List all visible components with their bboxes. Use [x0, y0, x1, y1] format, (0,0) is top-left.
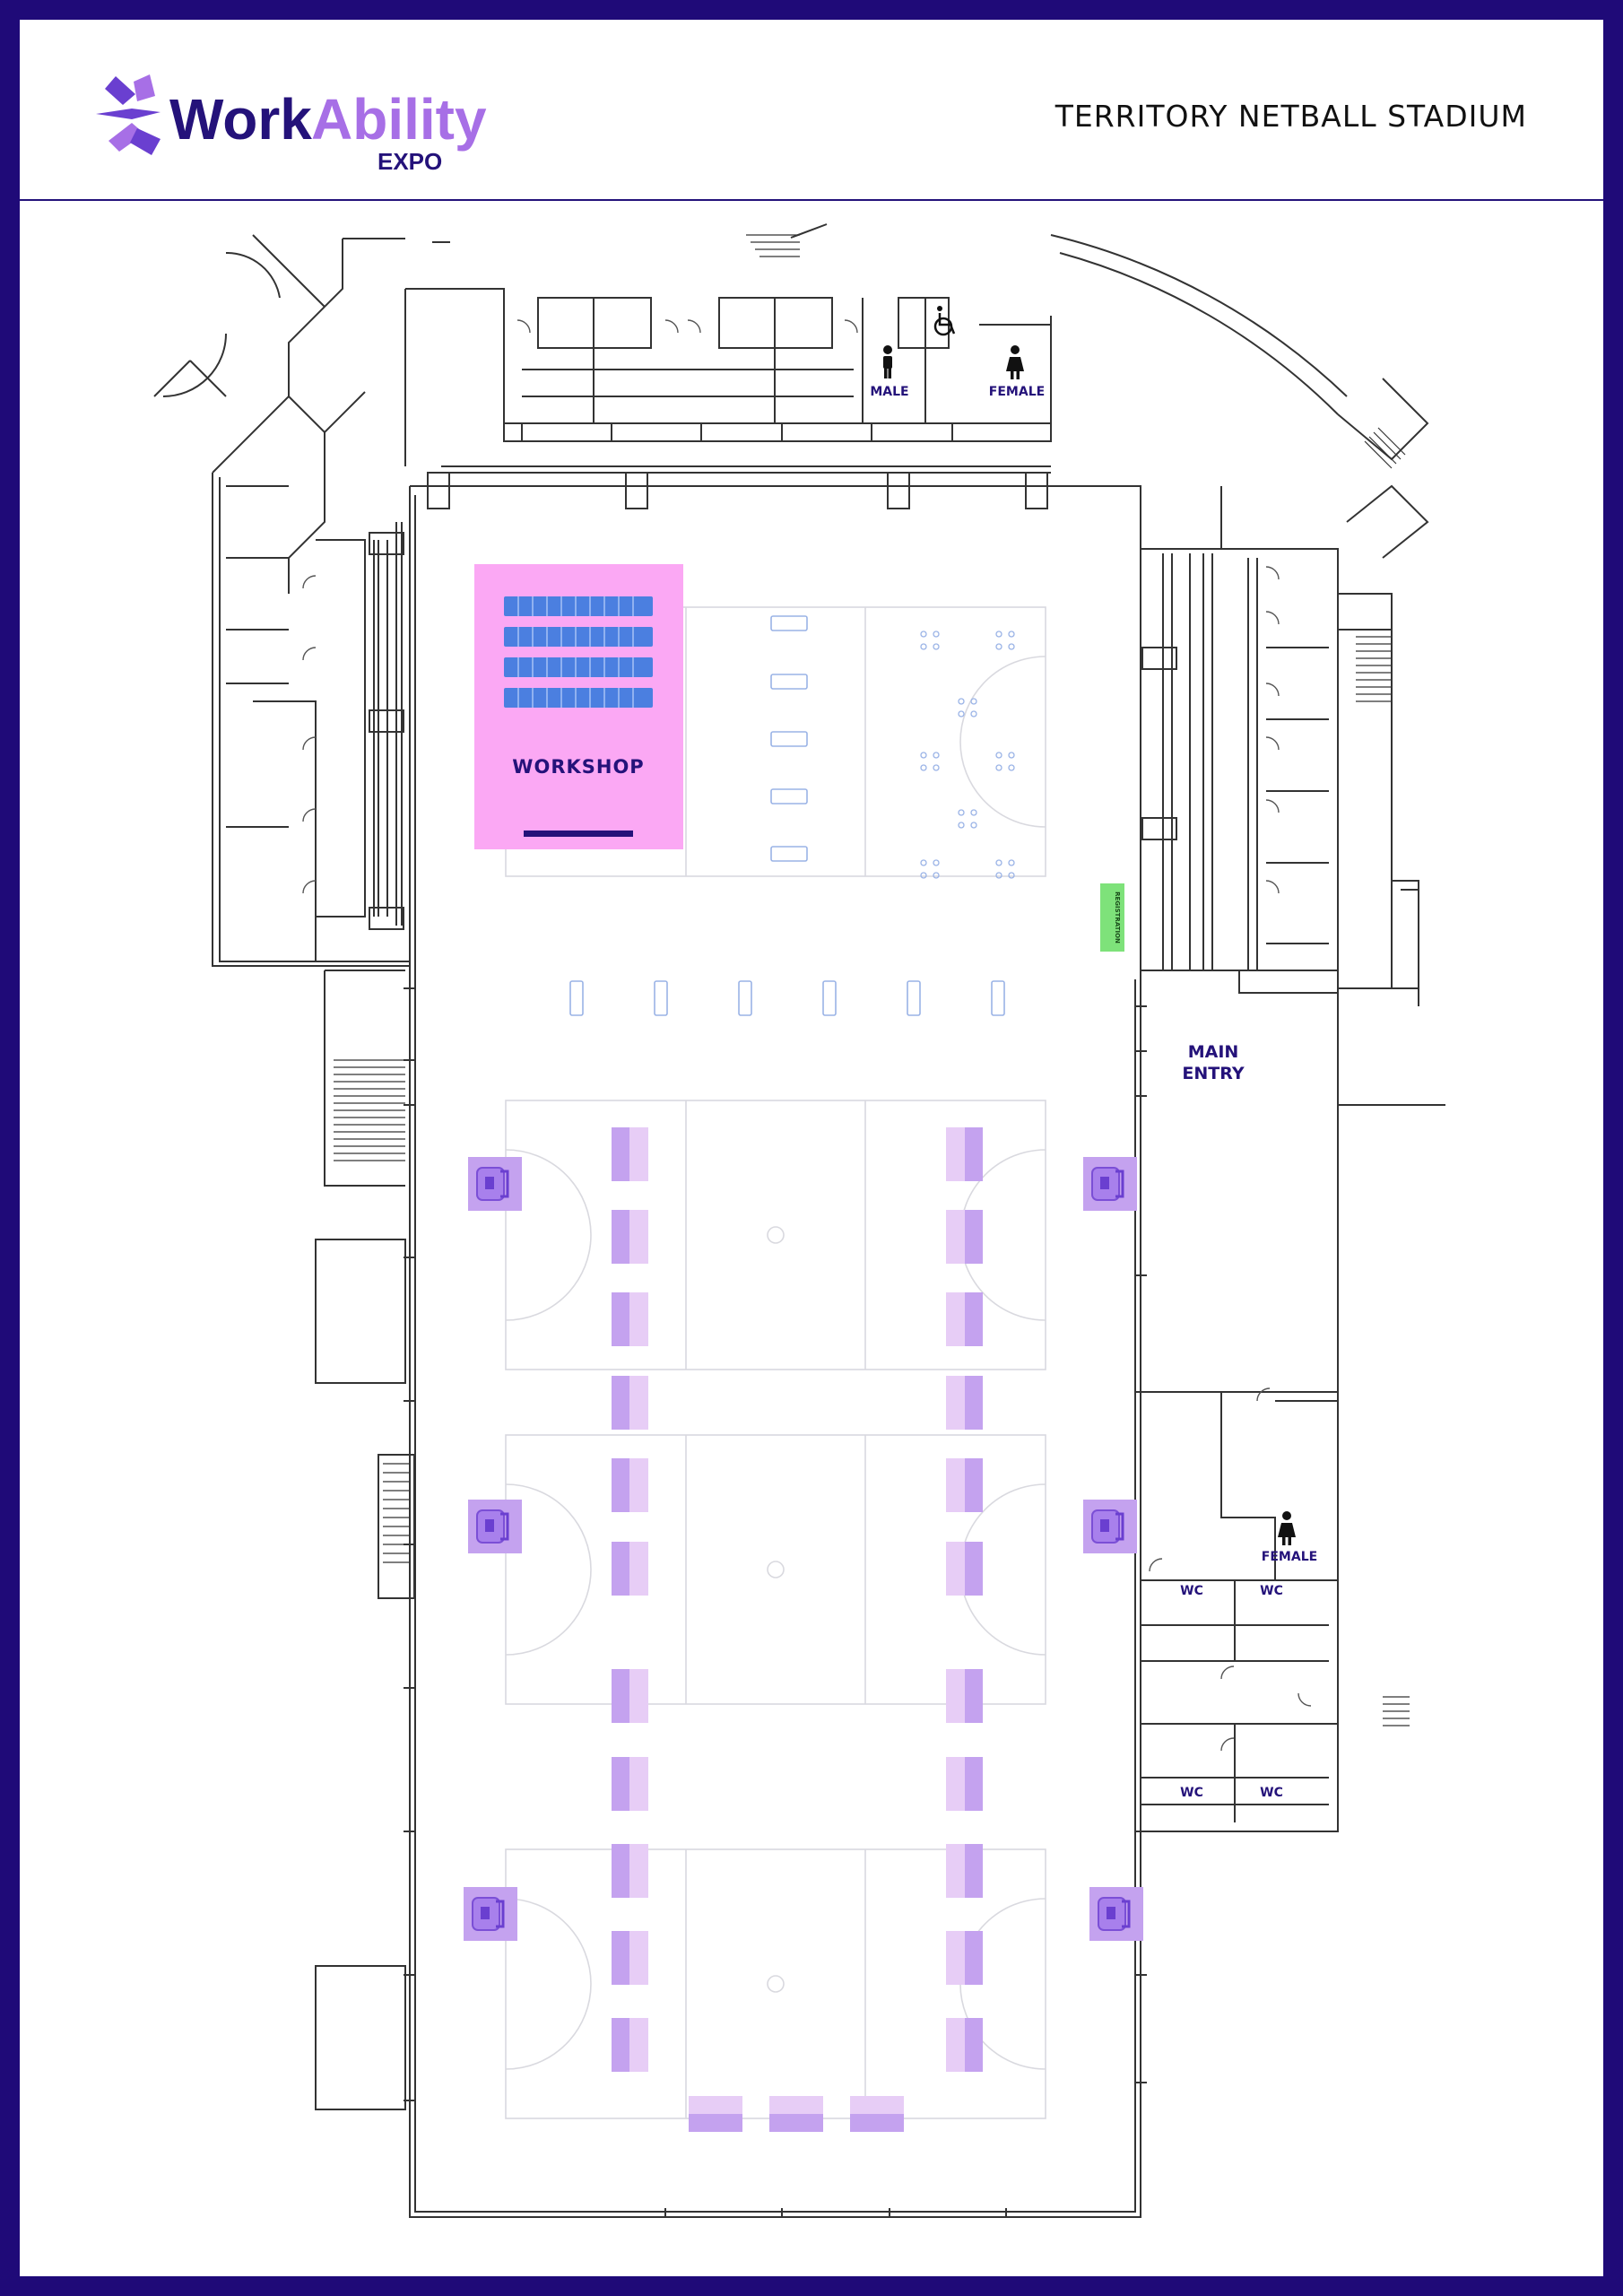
- exhibitor-stall[interactable]: [946, 1210, 983, 1264]
- corner-booth[interactable]: [464, 1887, 517, 1941]
- exhibitor-stall[interactable]: [612, 2018, 648, 2072]
- exhibitor-stall[interactable]: [946, 1931, 983, 1985]
- exhibitor-stall[interactable]: [946, 1376, 983, 1430]
- accessible-restroom: [933, 306, 956, 336]
- logo-sub-expo: EXPO: [378, 148, 442, 175]
- exhibitor-stall[interactable]: [946, 1757, 983, 1811]
- exhibitor-stalls: [612, 1127, 983, 2132]
- logo-word-work: Work: [169, 87, 312, 152]
- page-frame: Work Ability EXPO TERRITORY NETBALL STAD…: [20, 20, 1603, 2276]
- exhibitor-stall[interactable]: [612, 1210, 648, 1264]
- logo-mark-icon: [96, 74, 161, 155]
- exhibitor-stall[interactable]: [946, 1542, 983, 1596]
- wc-label-1: WC: [1180, 1584, 1203, 1598]
- court-lines: [505, 606, 1046, 2119]
- registration-label: REGISTRATION: [1114, 891, 1121, 944]
- main-entry-label-line1: MAIN: [1188, 1042, 1239, 1062]
- logo-word-ability: Ability: [311, 87, 487, 152]
- exhibitor-stall[interactable]: [946, 1669, 983, 1723]
- wall-fixtures: [404, 970, 1147, 2217]
- corner-booth[interactable]: [1089, 1887, 1143, 1941]
- accessible-restroom-icon: [933, 313, 956, 336]
- female-restroom-icon: [1278, 1511, 1296, 1545]
- female-restroom-right: FEMALE: [1262, 1511, 1317, 1564]
- exhibitor-stall[interactable]: [769, 2096, 823, 2132]
- main-entry-label-line2: ENTRY: [1182, 1064, 1244, 1083]
- wc-label-4: WC: [1260, 1786, 1283, 1800]
- exhibitor-stall[interactable]: [946, 1458, 983, 1512]
- female-restroom-icon: [1006, 345, 1024, 379]
- court-tables: [569, 615, 1015, 1016]
- venue-title: TERRITORY NETBALL STADIUM: [1055, 99, 1527, 134]
- workshop-seating: [504, 596, 653, 708]
- exhibitor-stall[interactable]: [850, 2096, 904, 2132]
- exhibitor-stall[interactable]: [612, 1844, 648, 1898]
- male-restroom: MALE: [870, 345, 909, 399]
- exhibitor-stall[interactable]: [612, 1292, 648, 1346]
- corner-booth[interactable]: [468, 1500, 522, 1553]
- corner-booth[interactable]: [1083, 1157, 1137, 1211]
- floor-plan: WORKSHOP REGISTRATION MAIN ENTRY MALE: [153, 223, 1445, 2218]
- exhibitor-stall[interactable]: [612, 1931, 648, 1985]
- exhibitor-stall[interactable]: [612, 1458, 648, 1512]
- workshop-label: WORKSHOP: [512, 756, 644, 778]
- door-swings: [302, 319, 1312, 1752]
- workshop-stage: [524, 831, 633, 837]
- header: Work Ability EXPO TERRITORY NETBALL STAD…: [20, 20, 1603, 201]
- corner-booths: [464, 1157, 1143, 1941]
- workability-expo-logo: Work Ability EXPO: [96, 74, 487, 175]
- exhibitor-stall[interactable]: [612, 1757, 648, 1811]
- exhibitor-stall[interactable]: [946, 2018, 983, 2072]
- wc-label-2: WC: [1260, 1584, 1283, 1598]
- exhibitor-stall[interactable]: [689, 2096, 742, 2132]
- male-label: MALE: [870, 385, 908, 399]
- corner-booth[interactable]: [1083, 1500, 1137, 1553]
- registration-desk[interactable]: REGISTRATION: [1100, 883, 1124, 952]
- exhibitor-stall[interactable]: [946, 1127, 983, 1181]
- female-label-top: FEMALE: [989, 385, 1045, 399]
- female-label-right: FEMALE: [1262, 1550, 1317, 1564]
- exhibitor-stall[interactable]: [612, 1542, 648, 1596]
- exhibitor-stall[interactable]: [946, 1292, 983, 1346]
- workshop-area: WORKSHOP: [474, 564, 683, 849]
- building-walls: [153, 223, 1445, 2218]
- male-restroom-icon: [883, 345, 892, 378]
- exhibitor-stall[interactable]: [612, 1669, 648, 1723]
- wc-label-3: WC: [1180, 1786, 1203, 1800]
- exhibitor-stall[interactable]: [612, 1127, 648, 1181]
- exhibitor-stall[interactable]: [946, 1844, 983, 1898]
- corner-booth[interactable]: [468, 1157, 522, 1211]
- exhibitor-stall[interactable]: [612, 1376, 648, 1430]
- female-restroom-top: FEMALE: [989, 345, 1045, 399]
